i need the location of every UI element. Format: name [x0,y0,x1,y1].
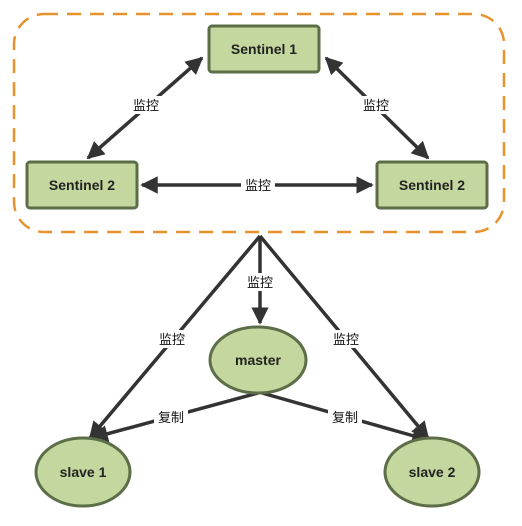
svg-text:监控: 监控 [245,179,271,194]
edge-label-top-left: 监控 [129,96,163,114]
edge-label-group-slave2: 监控 [329,330,363,348]
node-sentinel-1: Sentinel 1 [207,24,321,74]
svg-text:复制: 复制 [332,411,358,426]
svg-text:监控: 监控 [159,333,185,348]
node-slave-1-label: slave 1 [60,464,107,480]
node-sentinel-2-right-label: Sentinel 2 [399,177,465,193]
sentinel-group-border [12,12,506,234]
node-slave-1: slave 1 [34,436,132,508]
edge-label-left-right: 监控 [241,176,275,194]
svg-text:复制: 复制 [158,411,184,426]
edge-label-group-master: 监控 [243,273,277,291]
node-slave-2-label: slave 2 [409,464,456,480]
node-master: master [208,325,308,395]
node-sentinel-2-right: Sentinel 2 [375,160,489,210]
edge-label-master-slave1: 复制 [154,408,188,426]
node-master-label: master [235,352,281,368]
svg-text:监控: 监控 [363,99,389,114]
edge-label-master-slave2: 复制 [328,408,362,426]
node-slave-2: slave 2 [383,436,481,508]
svg-text:监控: 监控 [247,276,273,291]
svg-text:监控: 监控 [133,99,159,114]
node-sentinel-2-left-label: Sentinel 2 [49,177,115,193]
node-sentinel-2-left: Sentinel 2 [25,160,139,210]
node-sentinel-1-label: Sentinel 1 [231,41,297,57]
edge-label-group-slave1: 监控 [155,330,189,348]
svg-text:监控: 监控 [333,333,359,348]
edge-label-top-right: 监控 [359,96,393,114]
